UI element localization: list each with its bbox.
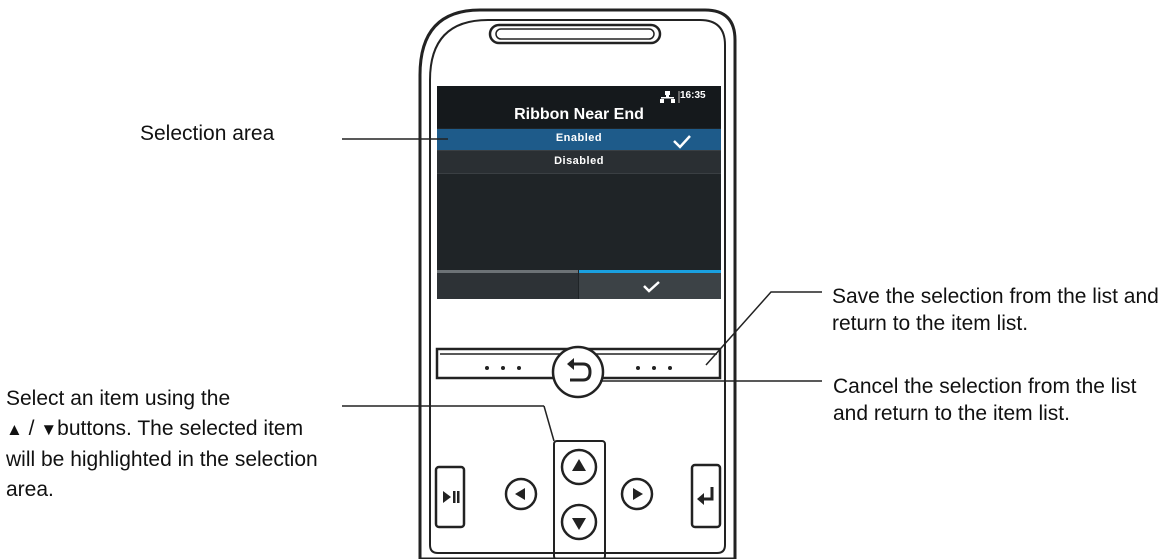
list-item-selected-bg: [437, 129, 721, 150]
enter-icon: [702, 487, 714, 501]
softkey-right: [579, 272, 721, 299]
down-arrow-icon: [572, 518, 586, 530]
enter-button[interactable]: [690, 463, 722, 529]
callout-select-slash: /: [22, 417, 41, 440]
callout-select-part1: Select an item using the: [6, 387, 231, 410]
left-button[interactable]: [504, 477, 538, 511]
left-arrow-icon: [515, 488, 525, 500]
callout-selection-area: Selection area: [140, 122, 275, 145]
up-triangle-glyph: ▲: [6, 420, 23, 439]
screen-header: [437, 86, 721, 128]
up-button[interactable]: [560, 448, 598, 486]
back-button[interactable]: [551, 345, 605, 399]
right-soft-button[interactable]: [586, 347, 722, 380]
network-icon: [660, 91, 675, 103]
softkey-checkmark-icon: [643, 281, 660, 293]
list-item-bg: [437, 151, 721, 173]
softkey-left: [437, 272, 578, 299]
callout-save: Save the selection from the list and ret…: [832, 285, 1159, 335]
leader-save: [705, 291, 822, 366]
right-button[interactable]: [620, 477, 654, 511]
up-down-frame: [553, 440, 606, 559]
callout-cancel: Cancel the selection from the list and r…: [833, 375, 1137, 425]
right-arrow-icon: [633, 488, 643, 500]
status-time: 16:35: [680, 90, 706, 101]
play-pause-button[interactable]: [434, 465, 466, 529]
checkmark-icon: [673, 135, 691, 149]
back-arrow-icon: [570, 362, 592, 382]
down-triangle-glyph: ▼: [40, 420, 58, 439]
down-button[interactable]: [560, 503, 598, 541]
play-pause-icon: [443, 491, 451, 503]
list-item-disabled[interactable]: Disabled: [554, 155, 604, 167]
up-arrow-icon: [572, 459, 586, 471]
left-soft-button[interactable]: [435, 347, 571, 380]
screen-title: Ribbon Near End: [514, 106, 644, 123]
callout-select: Select an item using the ▲ / ▼buttons. T…: [6, 384, 336, 505]
device-inner-frame: [429, 19, 726, 554]
list-item-enabled[interactable]: Enabled: [555, 132, 603, 144]
callout-select-part2: buttons. The selected item will be highl…: [6, 417, 318, 501]
speaker-slot: [488, 23, 662, 45]
